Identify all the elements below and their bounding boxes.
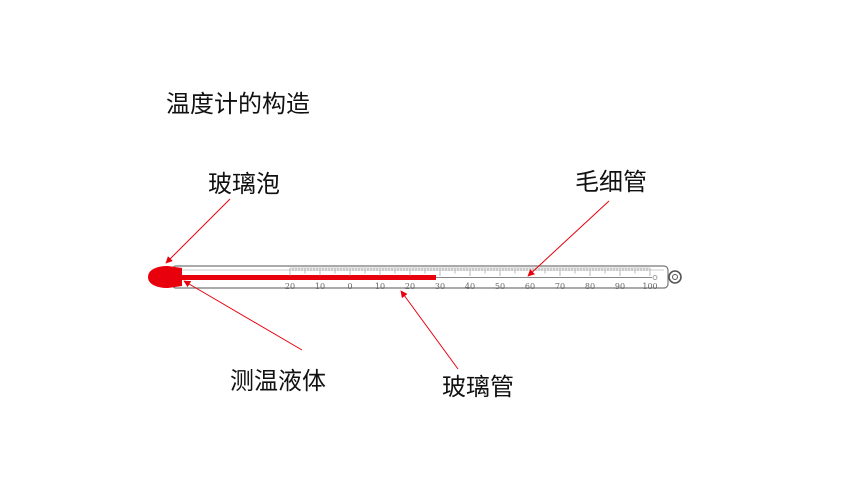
glass-bulb	[148, 266, 182, 288]
hanging-ring-hole	[672, 274, 678, 280]
scale-number: 20	[285, 282, 295, 291]
scale-number: 90	[615, 282, 625, 291]
scale-number: 40	[465, 282, 475, 291]
scale-number: 50	[495, 282, 505, 291]
scale-number: 30	[435, 282, 445, 291]
arrow-glass-bulb	[165, 198, 231, 264]
arrow-glass-tube	[400, 290, 459, 370]
scale-number: 0	[347, 282, 352, 291]
label-glass-tube: 玻璃管	[442, 373, 514, 401]
label-thermometric-liquid: 测温液体	[230, 367, 326, 395]
scale-ticks	[289, 268, 651, 276]
label-glass-bulb: 玻璃泡	[208, 170, 280, 198]
capillary-end	[652, 275, 658, 280]
scale-number: 70	[555, 282, 565, 291]
page-title: 温度计的构造	[166, 90, 310, 118]
scale-number: 100	[642, 282, 657, 291]
label-capillary-tube: 毛细管	[575, 168, 647, 196]
scale-number: 80	[585, 282, 595, 291]
scale-number: 10	[375, 282, 385, 291]
scale-number: 20	[405, 282, 415, 291]
arrow-thermometric-liquid	[183, 280, 303, 351]
scale-number: 10	[315, 282, 325, 291]
arrow-capillary-tube	[527, 200, 610, 277]
scale-number: 60	[525, 282, 535, 291]
liquid-column	[180, 275, 436, 280]
